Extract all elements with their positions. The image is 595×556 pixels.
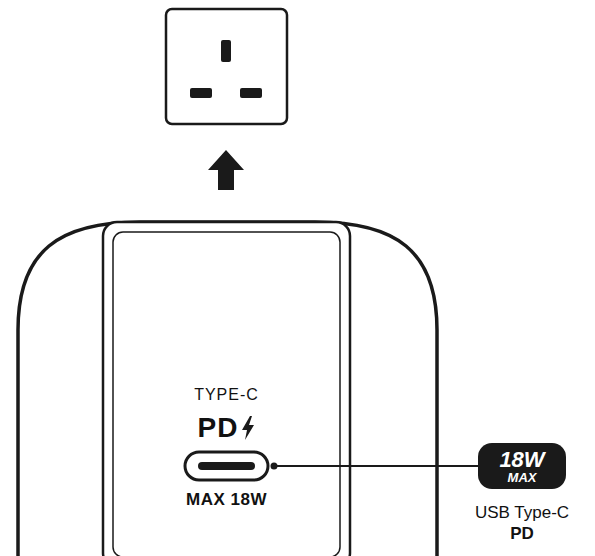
- max-power-text: MAX 18W: [186, 490, 267, 510]
- pd-logo-text: PD: [198, 412, 239, 444]
- port-label: USB Type-C: [475, 503, 569, 523]
- socket-pin: [240, 88, 262, 98]
- leader-line: [274, 465, 478, 467]
- text-row: PD: [103, 412, 350, 444]
- text-row: MAX 18W: [103, 490, 350, 510]
- usb-c-tongue: [198, 462, 255, 470]
- lightning-bolt: [241, 416, 255, 440]
- socket-pin: [190, 88, 212, 98]
- charger-face: [103, 222, 350, 556]
- pd-label: PD: [510, 524, 534, 544]
- power-badge: 18WMAX: [478, 443, 566, 489]
- badge-max: MAX: [508, 471, 537, 484]
- insert-arrow: [208, 150, 244, 190]
- charger-face: TYPE-C PD MAX 18W: [103, 222, 350, 542]
- wall-socket: [166, 9, 287, 124]
- port-type-text: TYPE-C: [194, 386, 259, 404]
- charger-face-inner: [113, 232, 340, 556]
- badge-wattage: 18W: [499, 449, 544, 471]
- usb-c-port: [185, 452, 268, 480]
- text-row: TYPE-C: [103, 386, 350, 404]
- socket-earth-pin: [221, 40, 231, 62]
